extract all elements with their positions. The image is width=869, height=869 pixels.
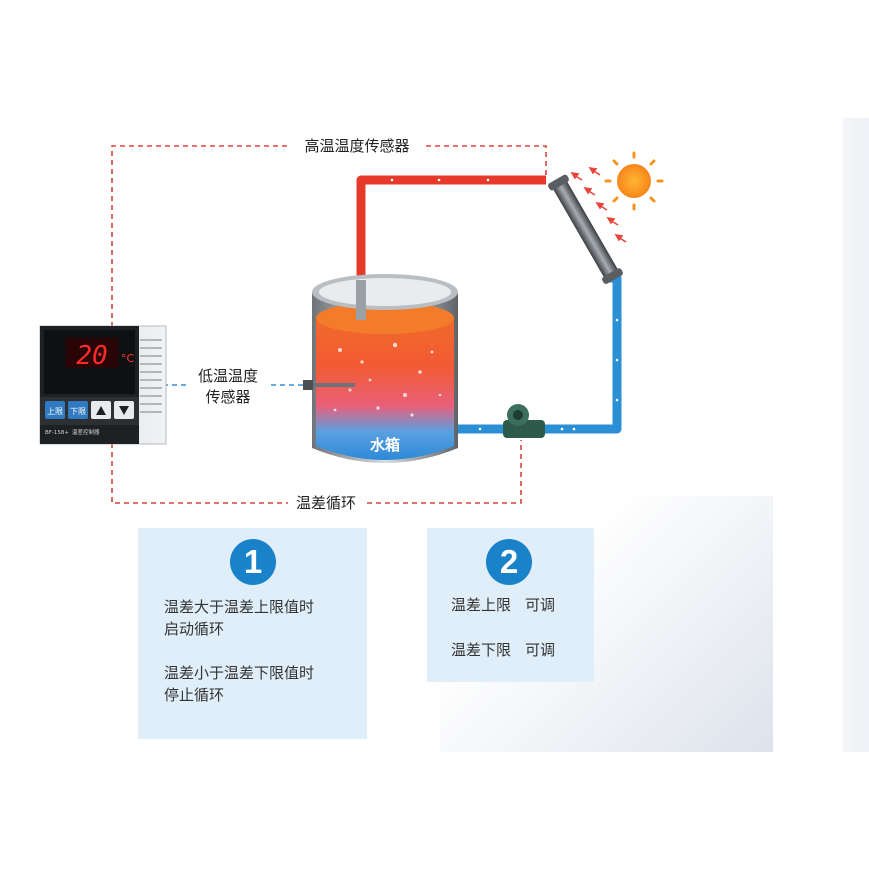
controller-model: BF-158+ [45, 430, 69, 436]
controller-unit: °C [121, 352, 135, 365]
sun-ray-arrows [570, 166, 627, 243]
card-2-number-badge: 2 [486, 539, 532, 585]
right-edge-panel [843, 118, 869, 752]
card-1-number-badge: 1 [230, 539, 276, 585]
controller-display: 20 [76, 341, 107, 371]
sun-icon [604, 151, 664, 211]
card-2-row-lower: 温差下限可调 [451, 639, 555, 660]
water-tank [312, 274, 458, 463]
diff-cycle-label: 温差循环 [296, 494, 356, 512]
controller-btn-up-label: 上限 [47, 407, 63, 416]
upper-limit-value: 可调 [525, 596, 556, 614]
upper-limit-label: 温差上限 [451, 596, 512, 614]
hot-water-pipe [356, 175, 546, 283]
card-1-line-1: 温差大于温差上限值时 [164, 598, 315, 616]
solar-collector [548, 174, 623, 284]
controller-btn-down-label: 下限 [70, 407, 86, 416]
info-card-2: 2 温差上限可调 温差下限可调 [427, 528, 594, 682]
info-card-1: 1 温差大于温差上限值时 启动循环 温差小于温差下限值时 停止循环 [138, 528, 367, 739]
low-sensor-label-line2: 传感器 [205, 388, 250, 406]
temperature-controller [39, 325, 167, 445]
lower-limit-label: 温差下限 [451, 641, 512, 659]
lower-limit-value: 可调 [525, 641, 556, 659]
card-1-line-3: 温差小于温差下限值时 [164, 664, 315, 682]
card-2-row-upper: 温差上限可调 [451, 594, 555, 615]
controller-type: 温差控制器 [72, 428, 100, 436]
card-1-line-2: 启动循环 [164, 620, 225, 638]
low-sensor-label-line1: 低温温度 [198, 367, 258, 385]
high-sensor-label: 高温温度传感器 [304, 137, 409, 155]
circulation-pump-icon [503, 404, 545, 438]
card-1-line-4: 停止循环 [164, 686, 225, 704]
low-temp-probe [303, 383, 355, 387]
cold-water-pipe [455, 273, 622, 434]
tank-label: 水箱 [370, 436, 400, 454]
